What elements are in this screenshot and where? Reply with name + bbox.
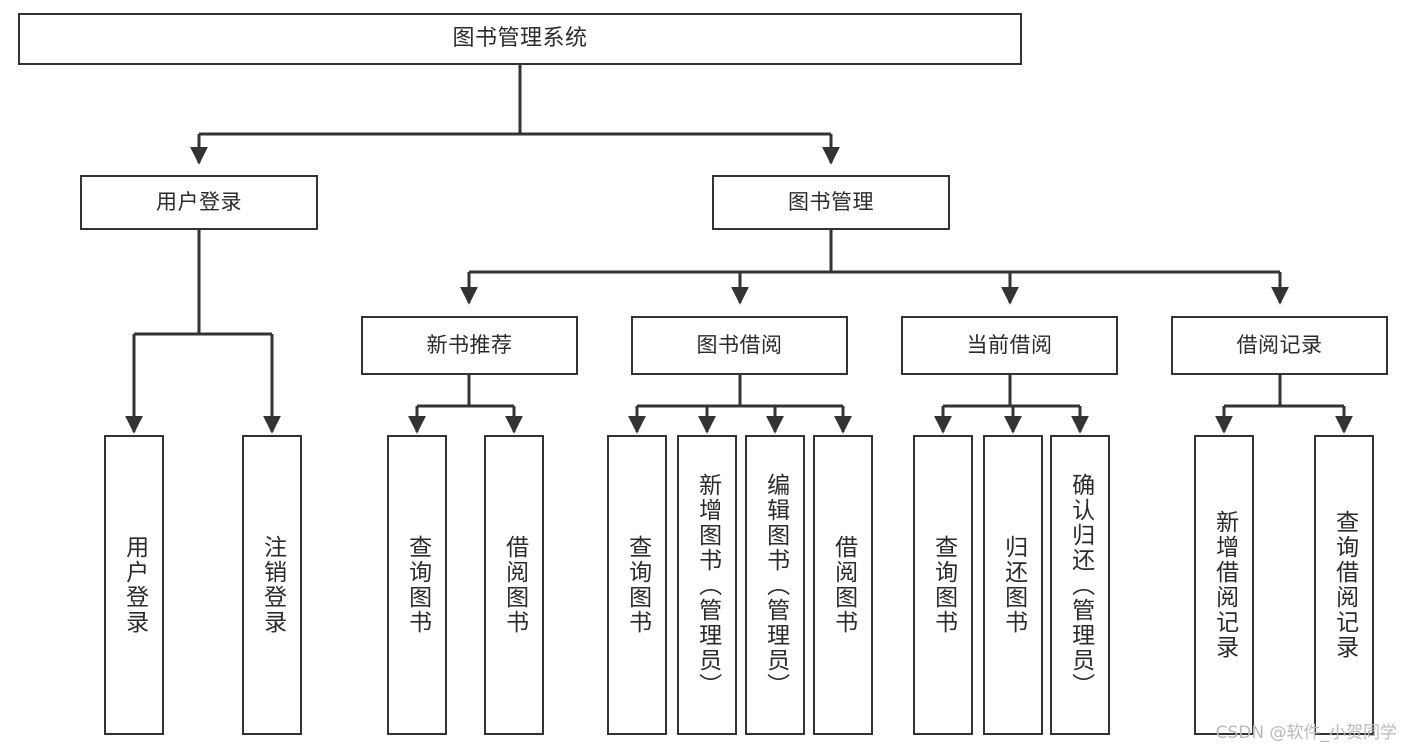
- node-label: 用户登录: [121, 535, 148, 635]
- node-label: 借阅记录: [1236, 333, 1323, 358]
- node-label: 当前借阅: [966, 333, 1053, 358]
- node-label: 借阅图书: [501, 535, 528, 635]
- node-label: 注销登录: [259, 535, 286, 635]
- leaf-borrow-borrow-book[interactable]: 借阅图书: [813, 435, 873, 735]
- node-label: 查询借阅记录: [1331, 510, 1358, 660]
- node-user-login[interactable]: 用户登录: [80, 175, 318, 230]
- node-new-book-recommend[interactable]: 新书推荐: [361, 316, 578, 375]
- node-label: 新增图书（管理员）: [694, 472, 721, 698]
- node-label: 确认归还（管理员）: [1067, 472, 1094, 698]
- node-label: 新增借阅记录: [1211, 510, 1238, 660]
- node-current-borrow[interactable]: 当前借阅: [901, 316, 1118, 375]
- node-label: 查询图书: [930, 535, 957, 635]
- node-label: 图书管理: [788, 190, 874, 215]
- node-root-system[interactable]: 图书管理系统: [18, 13, 1022, 65]
- leaf-borrow-query-book[interactable]: 查询图书: [607, 435, 667, 735]
- leaf-current-query-book[interactable]: 查询图书: [913, 435, 973, 735]
- csdn-watermark: CSDN @软件_小贺同学: [1215, 723, 1397, 743]
- node-label: 图书管理系统: [452, 26, 588, 52]
- leaf-borrow-edit-book-admin[interactable]: 编辑图书（管理员）: [745, 435, 805, 735]
- leaf-current-return-book[interactable]: 归还图书: [983, 435, 1043, 735]
- node-label: 查询图书: [404, 535, 431, 635]
- node-label: 归还图书: [1000, 535, 1027, 635]
- leaf-borrow-add-book-admin[interactable]: 新增图书（管理员）: [677, 435, 737, 735]
- leaf-recommend-query-book[interactable]: 查询图书: [387, 435, 447, 735]
- node-label: 新书推荐: [426, 333, 513, 358]
- leaf-record-query-record[interactable]: 查询借阅记录: [1314, 435, 1374, 735]
- node-label: 查询图书: [624, 535, 651, 635]
- leaf-record-add-record[interactable]: 新增借阅记录: [1194, 435, 1254, 735]
- node-book-management[interactable]: 图书管理: [712, 175, 950, 230]
- node-label: 图书借阅: [696, 333, 783, 358]
- node-book-borrow[interactable]: 图书借阅: [631, 316, 848, 375]
- leaf-recommend-borrow-book[interactable]: 借阅图书: [484, 435, 544, 735]
- leaf-user-login-logout[interactable]: 注销登录: [242, 435, 302, 735]
- leaf-user-login-login[interactable]: 用户登录: [104, 435, 164, 735]
- node-label: 借阅图书: [830, 535, 857, 635]
- node-label: 用户登录: [156, 190, 242, 215]
- leaf-current-confirm-return-admin[interactable]: 确认归还（管理员）: [1050, 435, 1110, 735]
- node-borrow-record[interactable]: 借阅记录: [1171, 316, 1388, 375]
- node-label: 编辑图书（管理员）: [762, 472, 789, 698]
